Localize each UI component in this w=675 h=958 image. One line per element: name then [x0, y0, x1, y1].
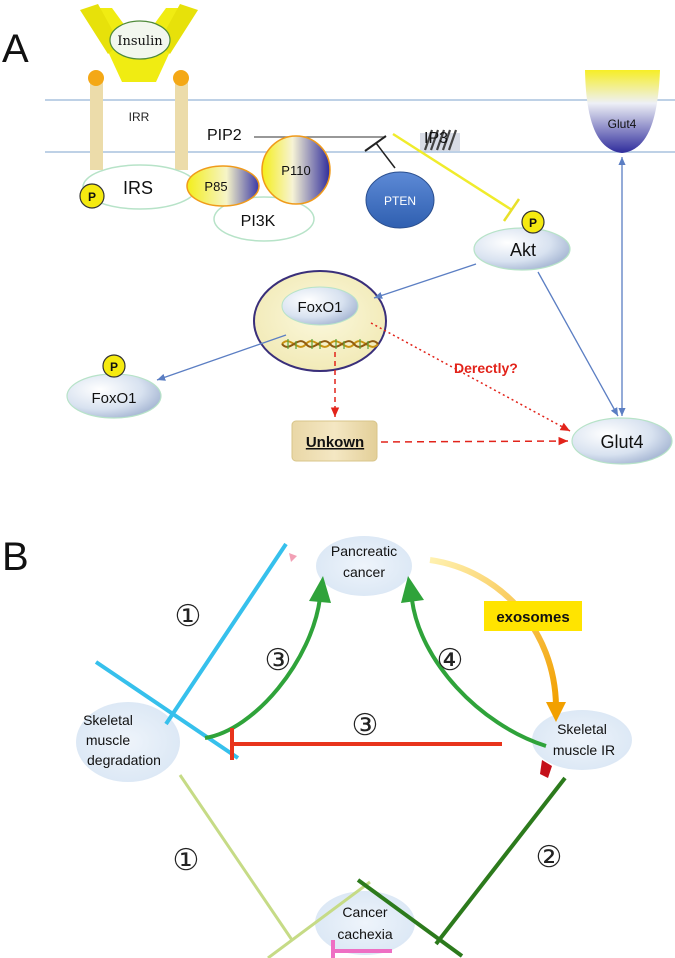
pip3-label: IP3 [424, 130, 448, 147]
pip3-hatch [420, 129, 460, 151]
akt-to-glut4-arrow [537, 271, 619, 417]
akt-label: Akt [510, 240, 536, 260]
circle-num-1-top: ① [175, 599, 202, 634]
skeletal-ir-line1: Skeletal [557, 721, 607, 737]
green-arrow-right [410, 599, 547, 748]
pip2-label: PIP2 [207, 127, 242, 144]
receptor-right-knob [173, 70, 189, 86]
cancer-cachexia-line2: cachexia [337, 926, 392, 942]
pi3k-label: PI3K [241, 213, 276, 230]
foxo1-phospho-badge [102, 354, 126, 378]
pi3k-node [213, 196, 315, 242]
akt-phospho-label: P [529, 216, 537, 230]
foxo1-to-phos-arrow [156, 334, 287, 381]
foxo1-nucleus-label: FoxO1 [297, 299, 342, 316]
exosomes-box [484, 601, 582, 631]
cyan-line-upper [164, 542, 288, 726]
lightgreen-line-cross [267, 880, 371, 958]
panel-a-letter: A [2, 27, 29, 71]
circle-num-2: ② [536, 840, 563, 875]
insulin-label: Insulin [117, 34, 163, 49]
insulin-oval [109, 20, 171, 60]
glut4-membrane-label: Glut4 [608, 117, 637, 131]
skeletal-ir-red-mark [540, 760, 552, 778]
receptor-right-pillar [175, 78, 188, 170]
irs-phospho-label: P [88, 190, 96, 204]
cancer-cachexia-node [315, 891, 415, 955]
glut4-bottom-node [571, 417, 673, 465]
skeletal-degradation-line1: Skeletal [83, 712, 133, 728]
unknown-to-glut4-arrow [380, 436, 569, 446]
irs-phospho-badge [79, 183, 105, 209]
glut4-membrane-cup [585, 70, 660, 153]
foxo1-phospho-label: P [110, 360, 118, 374]
p110-label: P110 [281, 163, 310, 178]
irs-label: IRS [123, 178, 153, 198]
foxo1-nucleus-node [281, 286, 359, 326]
cancer-cachexia-line1: Cancer [342, 904, 387, 920]
skeletal-degradation-line2: muscle [86, 732, 131, 748]
skeletal-ir-node [532, 710, 632, 770]
pancreatic-pink-mark [289, 553, 297, 562]
pancreatic-cancer-line2: cancer [343, 564, 385, 580]
pip3-akt-bar [502, 198, 521, 222]
unknown-box [291, 420, 378, 462]
skeletal-ir-line2: muscle IR [553, 742, 615, 758]
directly-question-label: Derectly? [454, 360, 518, 376]
panel-b-letter: B [2, 535, 29, 579]
pancreatic-cancer-line1: Pancreatic [331, 543, 397, 559]
circle-num-3-mid: ③ [352, 708, 379, 743]
pten-inhibit-bar [364, 135, 387, 152]
cyan-line-lower [94, 660, 240, 760]
akt-node [473, 227, 571, 271]
lightgreen-line [178, 774, 294, 941]
pancreatic-cancer-node [316, 536, 412, 596]
darkgreen-line-cross [356, 878, 464, 958]
green-arrow-left [204, 597, 322, 740]
receptor-left-knob [88, 70, 104, 86]
circle-num-3-left: ③ [265, 643, 292, 678]
circle-num-4: ④ [437, 643, 464, 678]
receptor-left-pillar [90, 78, 103, 170]
irr-label: IRR [129, 110, 150, 124]
exosomes-arrow [429, 557, 559, 707]
exosomes-arrow-head [546, 702, 566, 722]
pten-label: PTEN [384, 194, 416, 208]
akt-phospho-badge [521, 210, 545, 234]
skeletal-degradation-line3: degradation [87, 752, 161, 768]
circle-num-1-bottom: ① [173, 843, 200, 878]
foxo1-phos-label: FoxO1 [91, 390, 136, 407]
akt-to-foxo1-arrow [373, 263, 477, 299]
p110-node [261, 135, 331, 205]
skeletal-degradation-node [76, 702, 180, 782]
foxo1-direct-glut4-arrow [370, 322, 571, 432]
p85-label: P85 [204, 179, 227, 194]
darkgreen-line [434, 776, 567, 946]
dna-helix-icon [281, 339, 379, 349]
pten-inhibit-line [375, 142, 396, 169]
unknown-label: Unkown [306, 434, 364, 451]
p85-node [186, 165, 260, 207]
green-arrow-right-head [401, 576, 424, 603]
pten-node [365, 171, 435, 229]
pip3-akt-line [392, 132, 513, 212]
green-arrow-left-head [309, 576, 331, 603]
exosomes-label: exosomes [496, 609, 569, 626]
glut4-bottom-label: Glut4 [600, 432, 643, 452]
